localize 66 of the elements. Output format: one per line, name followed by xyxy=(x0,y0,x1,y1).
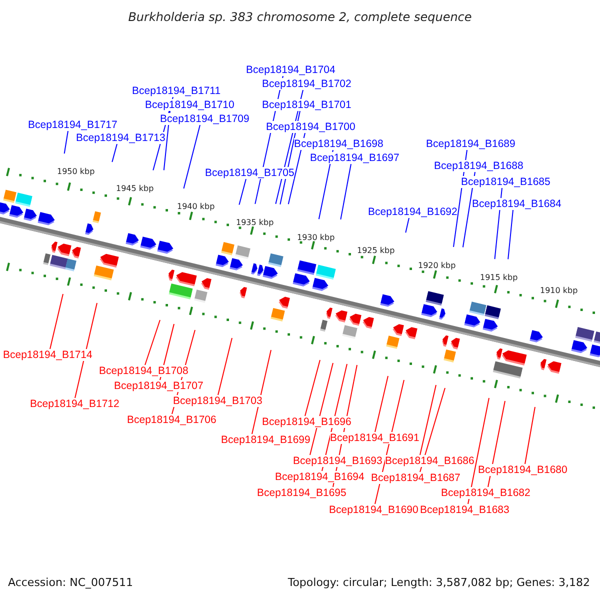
gene-label: Bcep18194_B1685 xyxy=(461,176,550,188)
gene-label: Bcep18194_B1703 xyxy=(173,395,262,407)
gene-label: Bcep18194_B1688 xyxy=(434,160,524,172)
scale-label: 1925 kbp xyxy=(357,246,395,256)
leader-line xyxy=(508,210,514,260)
leader-line xyxy=(488,400,506,488)
leader-line xyxy=(74,302,98,398)
gene-label: Bcep18194_B1690 xyxy=(329,504,418,516)
summary-text: Topology: circular; Length: 3,587,082 bp; Genes: 3,182 xyxy=(288,576,590,589)
gene-label: Bcep18194_B1692 xyxy=(368,206,458,218)
leader-line xyxy=(374,376,388,432)
gene-label: Bcep18194_B1687 xyxy=(371,472,460,484)
leader-line xyxy=(340,164,352,220)
scale-label: 1945 kbp xyxy=(116,184,154,194)
gene-label: Bcep18194_B1708 xyxy=(99,365,188,377)
scale-label: 1910 kbp xyxy=(540,286,578,296)
gene-label: Bcep18194_B1680 xyxy=(478,464,568,476)
gene-label: Bcep18194_B1712 xyxy=(30,398,120,410)
accession-text: Accession: NC_007511 xyxy=(8,576,134,589)
gene-label: Bcep18194_B1704 xyxy=(246,64,336,76)
leader-line xyxy=(420,388,446,472)
leader-line xyxy=(112,144,118,162)
scale-label: 1930 kbp xyxy=(297,233,335,243)
scale-label: 1935 kbp xyxy=(236,218,274,228)
gene-label: Bcep18194_B1707 xyxy=(114,380,204,392)
gene-label: Bcep18194_B1702 xyxy=(262,78,352,90)
gene-label: Bcep18194_B1684 xyxy=(472,198,562,210)
gene-label: Bcep18194_B1699 xyxy=(221,434,310,446)
leader-line xyxy=(144,320,160,366)
gene-label: Bcep18194_B1689 xyxy=(426,138,516,150)
scale-label: 1915 kbp xyxy=(480,273,518,283)
leader-line xyxy=(183,124,200,190)
leader-line xyxy=(50,294,64,350)
gene-label: Bcep18194_B1710 xyxy=(145,99,234,111)
gene-label: Bcep18194_B1695 xyxy=(257,487,346,499)
scale-label: 1920 kbp xyxy=(418,261,456,271)
leader-line xyxy=(405,218,410,234)
scale-label: 1940 kbp xyxy=(177,202,215,212)
gene-label: Bcep18194_B1717 xyxy=(28,119,118,131)
gene-label: Bcep18194_B1682 xyxy=(441,487,530,499)
gene-label: Bcep18194_B1698 xyxy=(294,138,384,150)
leader-line xyxy=(420,384,436,456)
gene-label: Bcep18194_B1693 xyxy=(293,455,382,467)
gene-label: Bcep18194_B1711 xyxy=(132,85,221,97)
gene-label: Bcep18194_B1713 xyxy=(76,132,166,144)
gene-label: Bcep18194_B1706 xyxy=(127,414,216,426)
leader-line xyxy=(64,130,68,154)
gene-label: Bcep18194_B1714 xyxy=(3,349,92,361)
gene-label: Bcep18194_B1683 xyxy=(420,504,510,516)
leader-line xyxy=(238,178,246,206)
gene-label: Bcep18194_B1691 xyxy=(330,432,420,444)
gene-label: Bcep18194_B1694 xyxy=(275,471,364,483)
gene-label: Bcep18194_B1696 xyxy=(262,416,352,428)
gene-label: Bcep18194_B1700 xyxy=(266,121,356,133)
leader-line xyxy=(524,406,536,464)
scale-label: 1950 kbp xyxy=(57,167,95,177)
leader-line xyxy=(218,338,232,396)
gene-label: Bcep18194_B1686 xyxy=(385,455,474,467)
leader-line xyxy=(304,360,320,416)
leader-line xyxy=(252,350,272,434)
gene-label: Bcep18194_B1701 xyxy=(262,99,352,111)
diagram-title: Burkholderia sp. 383 chromosome 2, complete sequence xyxy=(127,10,473,24)
gene-label: Bcep18194_B1697 xyxy=(310,152,400,164)
leader-line xyxy=(468,398,490,504)
gene-label: Bcep18194_B1709 xyxy=(160,113,250,125)
gene-label: Bcep18194_B1705 xyxy=(205,167,294,179)
